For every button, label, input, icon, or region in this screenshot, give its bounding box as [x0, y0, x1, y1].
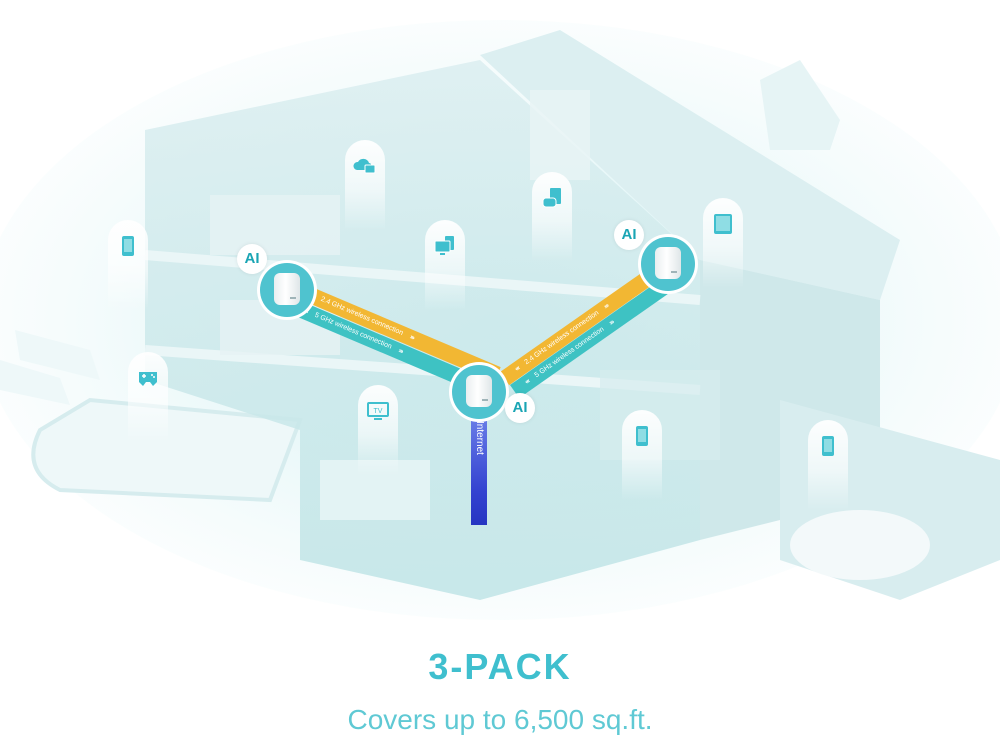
router-left — [260, 263, 314, 317]
house-illustration: ‹‹‹ 2.4 GHz wireless connection ››› ‹‹‹ … — [0, 20, 1000, 620]
device-smartphone — [808, 420, 848, 510]
mesh-router-icon — [655, 247, 681, 279]
cloud-storage-icon — [353, 158, 376, 174]
device-tv: TV — [358, 385, 398, 475]
svg-text:TV: TV — [374, 408, 383, 415]
tv-icon: TV — [367, 402, 389, 420]
mesh-router-icon — [274, 273, 300, 305]
router-center — [452, 365, 506, 419]
device-tablet — [703, 198, 743, 288]
internet-label: Internet — [474, 421, 485, 455]
tablet-icon — [714, 214, 732, 234]
smartphone-icon — [822, 436, 834, 456]
gamepad-icon — [139, 372, 157, 386]
coverage-subtitle: Covers up to 6,500 sq.ft. — [347, 704, 653, 735]
device-gamepad — [128, 352, 168, 442]
ai-badge: AI — [505, 393, 535, 423]
house-cutaway-graphic — [0, 20, 1000, 620]
pack-title: 3-PACK — [428, 646, 572, 687]
device-smartphone — [108, 220, 148, 310]
device-computer — [425, 220, 465, 310]
internet-line: Internet — [471, 415, 487, 525]
game-console-icon — [542, 188, 561, 208]
ai-badge: AI — [614, 220, 644, 250]
device-cloud-storage — [345, 140, 385, 230]
mesh-router-icon — [466, 375, 492, 407]
smartphone-icon — [122, 236, 134, 256]
ai-badge: AI — [237, 244, 267, 274]
router-right — [641, 237, 695, 291]
smartphone-icon — [636, 426, 648, 446]
device-smartphone — [622, 410, 662, 500]
device-game-console — [532, 172, 572, 262]
computer-monitor-icon — [434, 236, 454, 255]
